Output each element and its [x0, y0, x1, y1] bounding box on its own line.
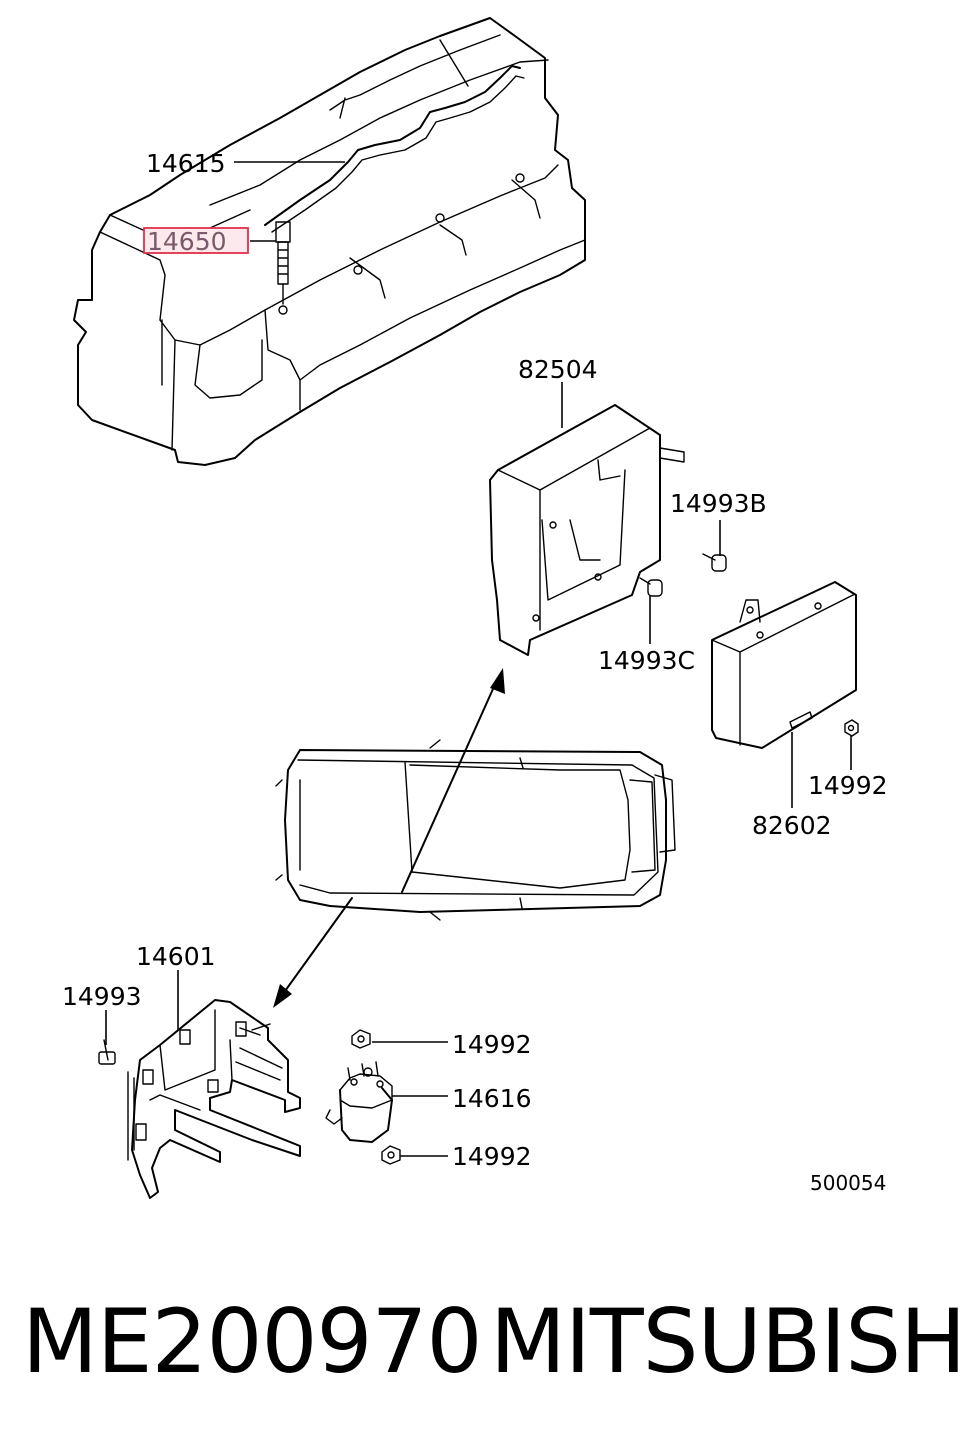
- part-caption: ME200970 MITSUBISHI: [0, 1282, 960, 1402]
- location-arrow-cover: [401, 668, 505, 893]
- leader-lines: [105, 161, 852, 1157]
- callout-14650[interactable]: 14650: [147, 227, 227, 256]
- highlight-box-14650: [143, 227, 249, 254]
- relay-cover-box: [489, 404, 685, 656]
- callout-14992-bottom[interactable]: 14992: [452, 1142, 532, 1171]
- diagram-code: 500054: [810, 1171, 886, 1195]
- mounting-bracket: [127, 999, 301, 1199]
- nut-14992-top: [351, 1029, 371, 1049]
- bolt-14993c: [639, 577, 663, 597]
- callout-82504[interactable]: 82504: [518, 355, 598, 384]
- callout-14993c[interactable]: 14993C: [598, 646, 695, 675]
- parts-diagram: 14615 14650 82504 14993B 14993C 14992 82…: [62, 17, 888, 1199]
- location-arrow-bracket: [273, 897, 353, 1008]
- nut-14992-bottom: [381, 1145, 401, 1165]
- callout-14992-right[interactable]: 14992: [808, 771, 888, 800]
- callout-14992-top[interactable]: 14992: [452, 1030, 532, 1059]
- callout-14993[interactable]: 14993: [62, 982, 142, 1011]
- vehicle-outline: [275, 739, 676, 921]
- nut-14992-right: [844, 719, 859, 737]
- glow-plug-relay: [325, 1061, 393, 1143]
- callout-14601[interactable]: 14601: [136, 942, 216, 971]
- callout-82602[interactable]: 82602: [752, 811, 832, 840]
- callout-14615[interactable]: 14615: [146, 149, 226, 178]
- control-unit: [711, 581, 857, 749]
- engine-block: [73, 17, 586, 466]
- manufacturer-name: MITSUBISHI: [490, 1290, 960, 1393]
- bolt-14993: [98, 1039, 116, 1065]
- callout-14993b[interactable]: 14993B: [670, 489, 767, 518]
- part-number: ME200970: [22, 1290, 482, 1393]
- callout-14616[interactable]: 14616: [452, 1084, 532, 1113]
- bolt-14993b: [702, 553, 727, 572]
